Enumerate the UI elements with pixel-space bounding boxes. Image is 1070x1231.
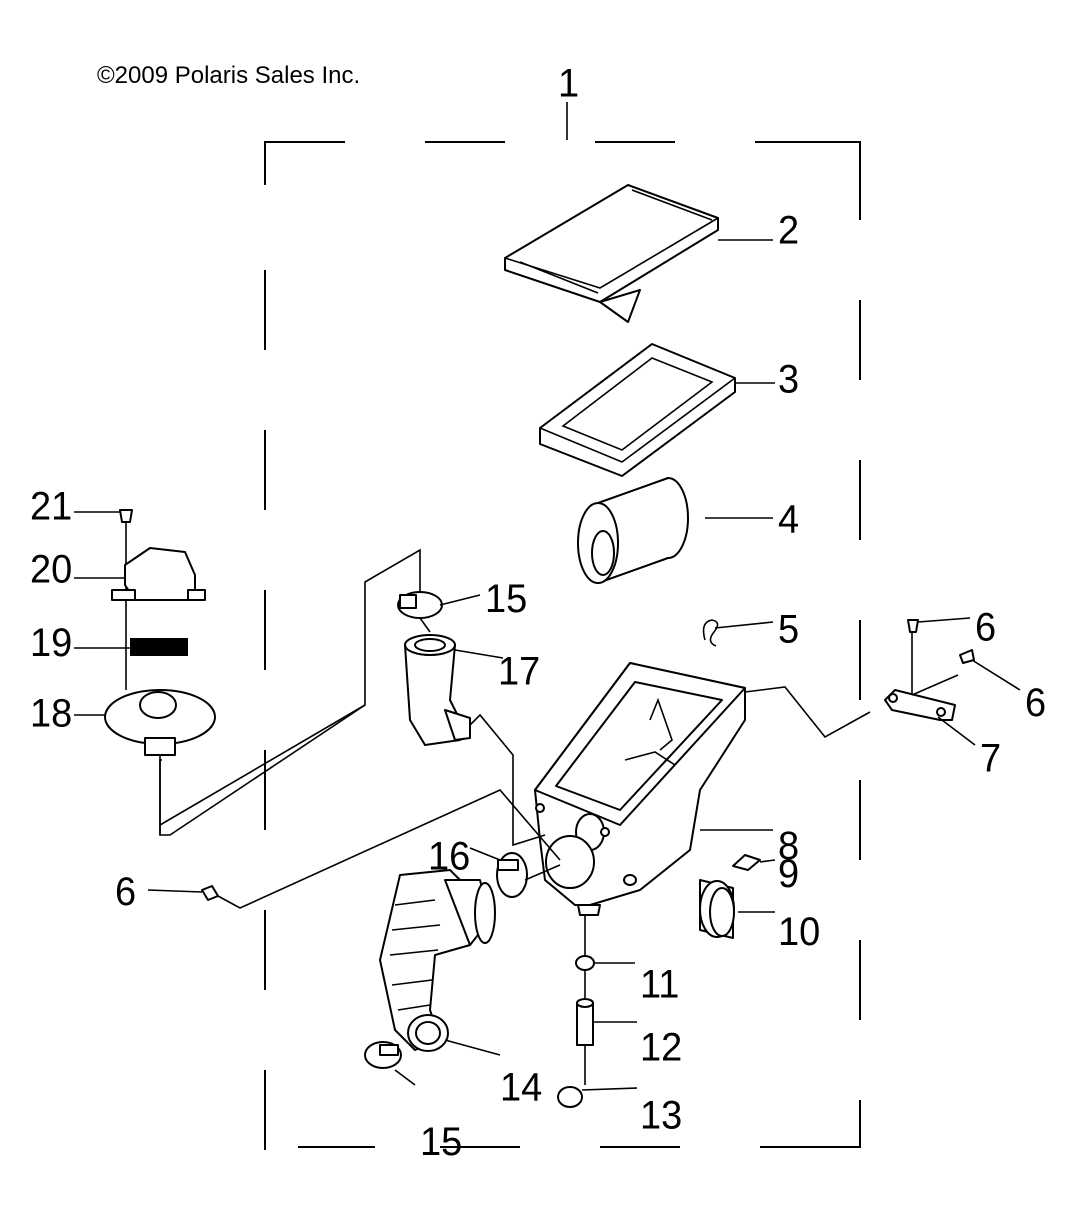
callout-20: 20: [30, 548, 72, 592]
part-9-pad: [732, 854, 776, 871]
callout-3: 3: [778, 358, 799, 402]
callout-16: 16: [428, 835, 470, 879]
part-4-filter-element: [577, 477, 773, 584]
part-3-filter-frame: [539, 343, 775, 477]
copyright-notice: ©2009 Polaris Sales Inc.: [97, 62, 361, 89]
part-7-bracket: [884, 620, 976, 746]
callout-6-right-top: 6: [975, 606, 996, 650]
assembly-boundary: [264, 102, 861, 1150]
part-17-elbow: [404, 634, 546, 847]
part-15-clamp-bottom: [364, 1041, 416, 1086]
callout-5: 5: [778, 608, 799, 652]
part-13-plug: [557, 1086, 638, 1108]
callout-4: 4: [778, 498, 799, 542]
callout-7: 7: [980, 737, 1001, 781]
callout-9: 9: [778, 852, 799, 896]
part-14-intake-duct: [379, 869, 501, 1056]
part-6-screw-right-mid: [959, 649, 1021, 691]
callout-12: 12: [640, 1026, 682, 1070]
callout-17: 17: [498, 650, 540, 694]
part-18-base: [74, 689, 216, 756]
callout-8: 8: [778, 824, 799, 868]
part-2-cover: [504, 184, 773, 323]
part-6-screw-right-top: [907, 617, 971, 633]
callout-11: 11: [640, 963, 679, 1007]
callout-19: 19: [30, 621, 72, 665]
callout-10: 10: [778, 910, 820, 954]
part-8-airbox: [534, 662, 871, 916]
callout-2: 2: [778, 209, 799, 253]
part-20-cap: [74, 547, 206, 601]
part-10-ring: [699, 879, 775, 939]
part-5-clip: [702, 619, 774, 647]
callout-15-bottom: 15: [420, 1120, 462, 1164]
part-19-screen: [74, 638, 188, 656]
callout-13: 13: [640, 1094, 682, 1138]
callout-21: 21: [30, 485, 72, 529]
part-16-clamp: [469, 847, 561, 898]
part-6-screw-left: [147, 789, 561, 909]
callout-1: 1: [558, 62, 579, 106]
callout-14: 14: [500, 1066, 542, 1110]
callout-15-top: 15: [485, 577, 527, 621]
callout-6-left: 6: [115, 870, 136, 914]
part-12-drain-tube: [576, 998, 637, 1046]
callout-6-right-mid: 6: [1025, 681, 1046, 725]
part-21-screw: [74, 509, 133, 690]
callout-18: 18: [30, 692, 72, 736]
leader-18-to-hose: [159, 704, 366, 836]
